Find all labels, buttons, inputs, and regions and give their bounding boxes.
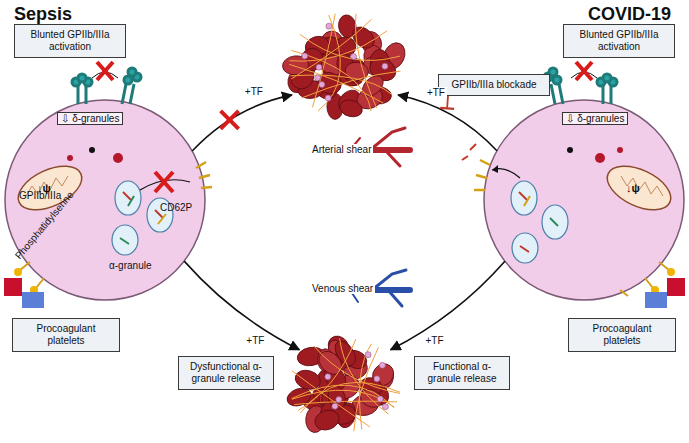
node-text: Procoagulant platelets bbox=[18, 323, 114, 347]
node-text: Arterial shear bbox=[310, 144, 373, 155]
node-text: ↓ψ bbox=[37, 182, 51, 194]
phosphatidylserine bbox=[645, 262, 685, 308]
platelet-dot bbox=[316, 64, 322, 70]
node-text: Procoagulant platelets bbox=[574, 323, 670, 347]
protein-label: CD62P bbox=[160, 202, 192, 213]
released-factor bbox=[462, 144, 476, 160]
panel-heading: Sepsis bbox=[14, 4, 72, 25]
status-box: Dysfunctional α-granule release bbox=[178, 356, 274, 390]
node-text: GPIIb/IIIa blockade bbox=[444, 79, 544, 91]
status-box: Blunted GPIIb/IIIa activation bbox=[563, 24, 675, 58]
block-cross bbox=[221, 111, 239, 129]
platelet-dot bbox=[326, 23, 332, 29]
node-text: ⇩ δ-granules bbox=[562, 112, 628, 125]
connector-arrow bbox=[192, 95, 292, 151]
platelet: ⇩ δ-granules ↓ψ bbox=[484, 100, 684, 300]
edge-label: +TF bbox=[425, 87, 447, 98]
node-text: Blunted GPIIb/IIIa activation bbox=[569, 29, 669, 53]
connector-arrow bbox=[391, 261, 505, 350]
fibrin-strand bbox=[298, 339, 356, 410]
platelet-dot bbox=[382, 404, 388, 410]
node-text: ⇩ δ-granules bbox=[57, 112, 123, 125]
node-text: Blunted GPIIb/IIIa activation bbox=[20, 29, 120, 53]
node-text: Venous shear bbox=[310, 283, 375, 294]
edge-label: +TF bbox=[244, 335, 266, 346]
fibrin-strand bbox=[289, 64, 383, 103]
thrombus-region: Venous shear bbox=[275, 275, 415, 443]
node-text: Dysfunctional α-granule release bbox=[184, 361, 268, 385]
node-text: Functional α-granule release bbox=[420, 361, 504, 385]
fibrin-strand bbox=[340, 338, 389, 414]
inhibitor-box: GPIIb/IIIa blockade bbox=[438, 74, 550, 96]
platelet-dot bbox=[379, 362, 385, 368]
phosphatidylserine bbox=[4, 262, 628, 308]
fibrin-strand bbox=[312, 14, 335, 108]
platelet-dot bbox=[302, 53, 308, 59]
status-box: Blunted GPIIb/IIIa activation bbox=[14, 24, 126, 58]
platelet-body bbox=[5, 100, 205, 300]
platelet-dot bbox=[325, 374, 331, 380]
granule-content bbox=[120, 192, 558, 252]
status-box: Procoagulant platelets bbox=[568, 318, 676, 352]
platelet-dot bbox=[315, 75, 321, 81]
fibrin-strand bbox=[300, 34, 400, 60]
platelet-dot bbox=[325, 95, 331, 101]
thrombus bbox=[282, 14, 410, 434]
platelet-dot bbox=[351, 54, 357, 60]
alpha-granule bbox=[112, 181, 568, 263]
inhibition-bar bbox=[440, 108, 454, 109]
fibrin-strand bbox=[355, 14, 376, 108]
red-cell bbox=[338, 98, 364, 120]
block-cross bbox=[155, 172, 173, 192]
block-cross bbox=[221, 111, 239, 129]
panel-heading: COVID-19 bbox=[588, 4, 671, 25]
block-cross bbox=[97, 62, 113, 80]
node-text: α-granule bbox=[109, 260, 151, 271]
platelet-dot bbox=[374, 376, 380, 382]
connector-arrow bbox=[184, 261, 299, 350]
platelet-dot bbox=[332, 403, 338, 409]
status-box: Procoagulant platelets bbox=[12, 318, 120, 352]
platelet-dot bbox=[319, 82, 325, 88]
edge-label: +TF bbox=[243, 86, 265, 97]
inhibition-line bbox=[446, 96, 449, 108]
platelet-dot bbox=[377, 396, 383, 402]
red-cell bbox=[312, 407, 342, 433]
platelet: GPIIb/IIIa⇩ δ-granules↓ψPhosphatidylseri… bbox=[5, 100, 205, 300]
platelet-dot bbox=[365, 352, 371, 358]
fibrin-strand bbox=[359, 344, 371, 430]
fibrin-strand bbox=[314, 346, 400, 393]
edge-label: +TF bbox=[424, 335, 446, 346]
p-selectin bbox=[474, 160, 490, 190]
fibrin-strand bbox=[318, 15, 340, 111]
p-selectin bbox=[196, 162, 212, 188]
connector-arrow bbox=[398, 95, 497, 151]
platelet-body bbox=[484, 100, 684, 300]
fibrin-strand bbox=[290, 75, 391, 94]
platelet-dot bbox=[382, 63, 388, 69]
fibrin-strand bbox=[292, 371, 370, 427]
mitochondrion bbox=[12, 157, 678, 218]
fibrin-strand bbox=[300, 382, 400, 413]
node-text: ↓ψ bbox=[626, 182, 640, 194]
arrow-head bbox=[492, 165, 498, 173]
fibrin-strand bbox=[292, 390, 394, 407]
block-cross bbox=[576, 62, 592, 80]
status-box: Functional α-granule release bbox=[414, 356, 510, 390]
thrombus-region: Arterial shear bbox=[275, 0, 415, 170]
fibrin-strand bbox=[291, 19, 372, 79]
platelet-dot bbox=[336, 397, 342, 403]
